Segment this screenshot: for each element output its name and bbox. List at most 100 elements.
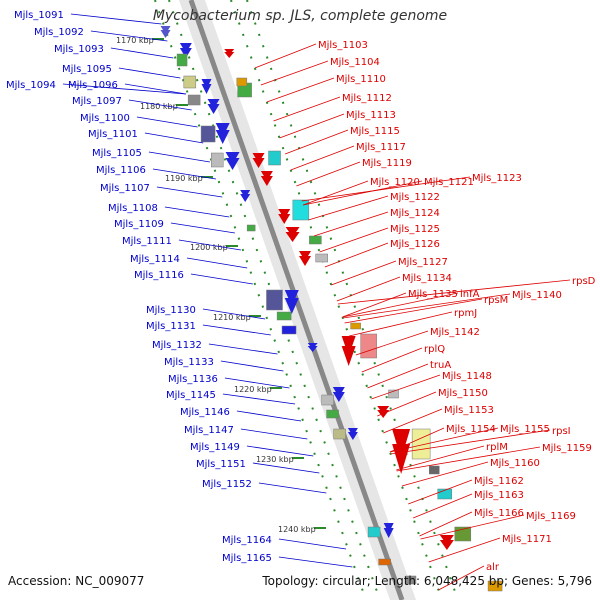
- left-gene-label: Mjls_1096: [68, 80, 118, 91]
- gene-block: [187, 94, 201, 106]
- right-callout: [361, 347, 423, 373]
- left-gene-label: Mjls_1095: [62, 64, 112, 75]
- gene-block: [236, 77, 248, 87]
- left-gene-label: Mjls_1152: [202, 479, 252, 490]
- right-callout: [266, 77, 335, 103]
- right-gene-label: Mjls_1162: [474, 476, 524, 487]
- right-gene-label: Mjls_1148: [442, 371, 492, 382]
- left-callout: [202, 324, 271, 336]
- right-gene-label: Mjls_1169: [526, 511, 576, 522]
- right-callout: [296, 161, 361, 187]
- gene-block: [276, 311, 292, 321]
- gene-arrow: [332, 392, 345, 402]
- right-gene-label: rpmJ: [454, 308, 477, 319]
- right-callout: [342, 292, 407, 318]
- right-gene-label: Mjls_1123: [472, 173, 522, 184]
- left-callout: [246, 445, 314, 457]
- left-gene-label: Mjls_1101: [88, 129, 138, 140]
- gene-arrow: [307, 346, 318, 352]
- left-callout: [252, 462, 320, 474]
- left-gene-label: Mjls_1106: [96, 165, 146, 176]
- gene-block: [200, 125, 216, 143]
- right-callout: [319, 227, 389, 253]
- left-gene-label: Mjls_1133: [164, 357, 214, 368]
- right-gene-label: Mjls_1127: [398, 257, 448, 268]
- right-gene-label: Mjls_1103: [318, 40, 368, 51]
- left-gene-label: Mjls_1151: [196, 459, 246, 470]
- gene-arrow: [285, 232, 300, 242]
- right-gene-label: alr: [486, 562, 500, 573]
- kbp-tick-label: 1240 kbp: [278, 525, 316, 534]
- left-gene-label: Mjls_1165: [222, 553, 272, 564]
- accession-text: Accession: NC_009077: [8, 574, 145, 588]
- gene-arrow: [207, 104, 220, 114]
- gene-arrow: [201, 84, 212, 94]
- right-gene-label: Mjls_1159: [542, 443, 592, 454]
- gene-block: [487, 580, 503, 592]
- right-callout: [377, 391, 437, 417]
- right-callout: [413, 493, 473, 519]
- right-callout: [396, 446, 541, 472]
- right-callout: [383, 408, 443, 434]
- right-gene-label: Mjls_1119: [362, 158, 412, 169]
- gene-arrow: [215, 130, 230, 144]
- left-gene-label: Mjls_1146: [180, 407, 230, 418]
- kbp-tick-label: 1230 kbp: [256, 455, 294, 464]
- right-callout: [344, 298, 483, 324]
- genome-title: Mycobacterium sp. JLS, complete genome: [152, 8, 448, 24]
- genome-stats-text: Topology: circular; Length: 6,048,425 bp…: [262, 574, 592, 588]
- left-callout: [128, 99, 192, 111]
- gene-block: [388, 389, 399, 399]
- left-callout: [62, 83, 187, 95]
- left-callout: [90, 30, 168, 42]
- right-gene-label: rpsI: [552, 426, 571, 437]
- right-callout: [254, 43, 317, 69]
- kbp-tick-label: 1210 kbp: [213, 313, 251, 322]
- gene-arrow: [225, 158, 240, 170]
- gene-block: [281, 325, 297, 335]
- right-callout: [302, 180, 369, 206]
- gene-arrow: [179, 48, 192, 58]
- left-callout: [152, 168, 216, 180]
- left-callout: [278, 538, 347, 550]
- right-callout: [419, 511, 473, 537]
- left-callout: [208, 343, 278, 355]
- right-gene-label: Mjls_1154: [446, 424, 496, 435]
- kbp-tick-label: 1180 kbp: [140, 102, 178, 111]
- left-callout: [178, 239, 241, 251]
- gene-arrow: [439, 540, 454, 550]
- right-gene-label: Mjls_1134: [402, 273, 452, 284]
- left-callout: [156, 186, 223, 198]
- left-callout: [144, 132, 204, 144]
- gene-arrow: [260, 176, 273, 186]
- right-callout: [290, 145, 355, 171]
- gene-block: [266, 289, 283, 311]
- right-gene-label: rpsD: [572, 276, 596, 287]
- gene-block: [246, 224, 256, 232]
- right-callout: [367, 363, 429, 389]
- right-callout: [342, 293, 511, 319]
- left-callout: [124, 83, 187, 95]
- gene-block: [378, 558, 391, 566]
- right-callout: [337, 279, 571, 305]
- right-callout: [302, 180, 423, 206]
- kbp-tick-label: 1220 kbp: [234, 385, 272, 394]
- gene-block: [268, 150, 281, 166]
- gene-arrow: [284, 298, 299, 314]
- left-callout: [190, 273, 253, 285]
- kbp-tick-label: 1190 kbp: [165, 174, 203, 183]
- right-callout: [355, 330, 429, 356]
- right-gene-label: Mjls_1120: [370, 177, 420, 188]
- right-gene-label: Mjls_1163: [474, 490, 524, 501]
- gene-block: [292, 199, 310, 221]
- gene-block: [321, 394, 334, 406]
- right-callout: [342, 292, 459, 318]
- left-callout: [278, 556, 353, 568]
- right-gene-label: Mjls_1126: [390, 239, 440, 250]
- left-callout: [186, 257, 248, 269]
- left-callout: [236, 410, 302, 422]
- right-callout: [336, 276, 401, 302]
- right-gene-label: Mjls_1124: [390, 208, 440, 219]
